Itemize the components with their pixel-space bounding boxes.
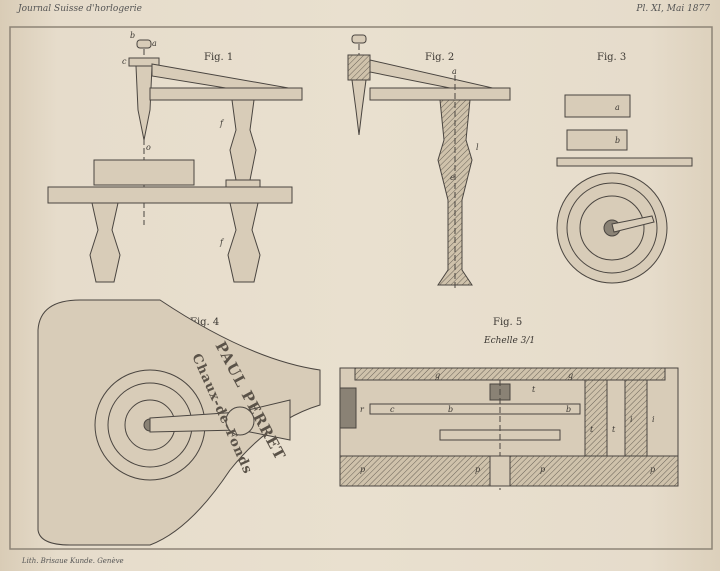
plate-border [9,26,713,550]
fig-1-label: Fig. 1 [204,52,233,63]
fig-5-letter: p [540,465,545,474]
figure-2: Fig. 2 a l e [347,34,511,290]
printer-credit: Lith. Brisaue Kunde. Genève [22,557,124,565]
fig-5-letter: g [435,371,440,380]
fig-5-letter: t [612,425,616,434]
fig-5-letter: b [448,405,453,414]
fig-5-letter: r [360,405,365,414]
fig-5-letter: i [652,415,655,424]
fig-3-letter: a [615,103,620,112]
fig-2-letter: a [452,67,457,76]
figure-5: Fig. 5 Echelle 3/1 g g t b b r c p p p p… [339,317,679,490]
fig-5-letter: p [360,465,365,474]
fig-5-letter: g [568,371,573,380]
figure-1: Fig. 1 b a c o f f [47,31,303,283]
scale-label: Echelle 3/1 [483,336,535,346]
fig-1-letter: f [219,119,225,128]
fig-1-letter: f [219,238,225,247]
journal-title: Journal Suisse d'horlogerie [18,4,142,14]
fig-5-letter: t [590,425,594,434]
fig-2-letter: l [476,143,479,152]
fig-3-letter: b [615,136,620,145]
figure-4: Fig. 4 PAUL PERRET Chaux-de-Fonds [37,299,321,546]
fig-3-label: Fig. 3 [597,52,626,63]
figure-3: Fig. 3 a b [556,52,693,284]
fig-1-letter: b [130,31,135,40]
fig-5-letter: p [650,465,655,474]
fig-1-letter: c [122,57,127,66]
fig-5-letter: t [532,385,536,394]
fig-5-label: Fig. 5 [493,317,522,328]
fig-2-label: Fig. 2 [425,52,454,63]
fig-5-letter: i [630,415,633,424]
fig-2-letter: e [450,173,455,182]
fig-4-label: Fig. 4 [190,317,219,328]
fig-5-letter: p [475,465,480,474]
fig-1-letter: a [152,39,157,48]
fig-5-letter: c [390,405,395,414]
plate-number: Pl. XI, Mai 1877 [636,4,710,14]
fig-5-letter: b [566,405,571,414]
fig-1-letter: o [146,143,151,152]
